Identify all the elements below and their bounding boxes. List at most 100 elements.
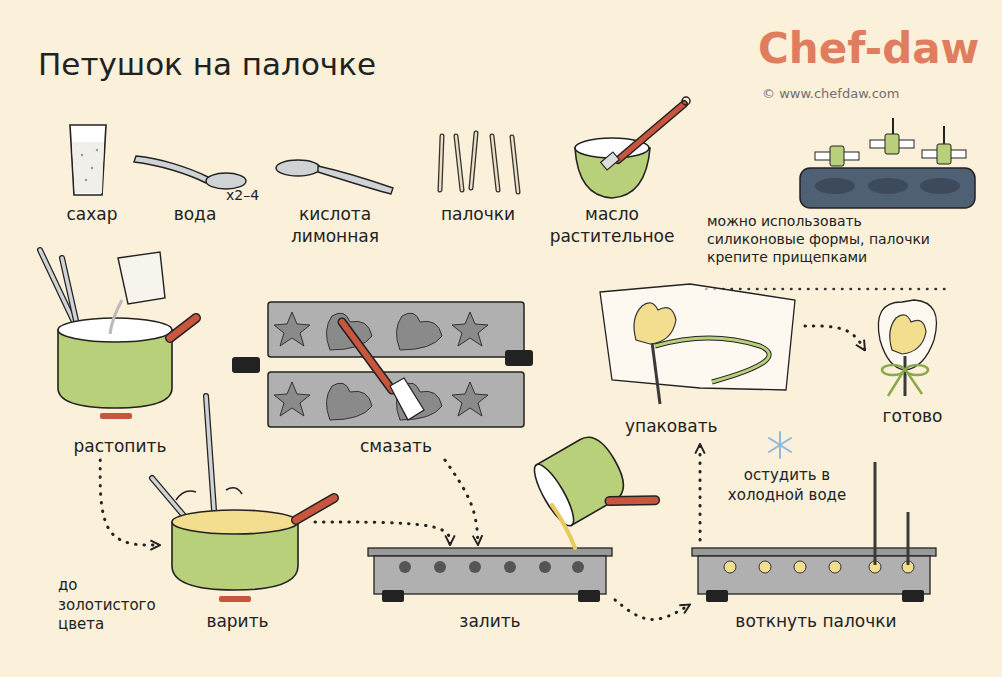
melt-pot (118, 252, 165, 304)
silicone-mold (937, 144, 951, 164)
sticks-mold (902, 590, 924, 602)
boil-pot (296, 498, 334, 520)
grease-molds (342, 322, 392, 390)
melt-pot (40, 250, 196, 419)
pour-mold (434, 561, 446, 573)
step-label: растопить (74, 436, 167, 456)
step-label: смазать (360, 436, 432, 456)
boil-pot (176, 491, 196, 500)
finished-candy (878, 300, 936, 396)
boil-pot (206, 396, 214, 510)
oil-bowl (601, 152, 620, 170)
step-box: растопить (30, 240, 210, 460)
sticks-mold (706, 590, 728, 602)
flow-arrow (445, 460, 478, 545)
melt-pot (170, 318, 196, 338)
boil-pot (172, 510, 298, 534)
pour-mold (528, 422, 655, 547)
sticks (492, 136, 498, 190)
step-label: воткнуть палочки (735, 611, 896, 631)
sticks (440, 133, 518, 192)
pour-mold (578, 590, 600, 602)
step-box: варить (160, 392, 315, 635)
title: Петушок на палочке (38, 44, 376, 84)
step-box: залить (365, 545, 615, 635)
finished-candy (878, 300, 936, 370)
wrapped-candy (655, 338, 769, 382)
melt-pot (110, 300, 122, 334)
sticks-mold (759, 561, 771, 573)
finished-candy (904, 356, 907, 396)
sticks-mold (692, 462, 936, 602)
sticks (512, 137, 518, 192)
sticks-mold (692, 548, 936, 556)
step-note: остудить в холодной воде (712, 466, 862, 505)
finished-candy (890, 315, 926, 354)
sugar-glass (81, 154, 83, 156)
sugar-glass (70, 125, 106, 195)
silicone-mold (815, 178, 855, 194)
water-spoon (206, 173, 246, 189)
acid-spoon (276, 160, 320, 176)
step-box: упаковать (595, 280, 805, 444)
wrapped-candy (655, 338, 769, 382)
pour-mold (374, 556, 606, 594)
grease-molds (326, 383, 372, 420)
pour-mold (572, 561, 584, 573)
step-box: смазать (265, 298, 527, 460)
flow-arrow (699, 444, 702, 540)
pour-mold (609, 481, 655, 520)
wrapped-candy (652, 342, 660, 404)
finished-candy (888, 372, 922, 396)
grease-molds (452, 312, 488, 346)
sticks (471, 133, 476, 188)
silicone-mold (868, 178, 908, 194)
sugar-glass (85, 179, 87, 181)
grease-molds (390, 378, 424, 420)
step-label: готово (882, 406, 942, 426)
oil-bowl (682, 97, 690, 105)
step-label: варить (206, 611, 268, 631)
grease-molds (274, 382, 310, 416)
boil-pot (219, 596, 251, 602)
step-box: воткнуть палочки (690, 540, 942, 635)
melt-pot (170, 318, 196, 338)
flow-arrow (615, 600, 690, 620)
grease-molds (396, 313, 442, 350)
water-spoon (134, 156, 208, 183)
step-label: упаковать (625, 416, 718, 436)
grease-molds (342, 322, 392, 390)
sticks (492, 136, 498, 190)
grease-molds (232, 357, 260, 373)
silicone-mold (892, 118, 894, 134)
flow-arrow (100, 460, 160, 545)
step-box: готово (865, 295, 960, 430)
ingredient-label: сахар (52, 203, 132, 225)
flow-arrow (315, 522, 450, 545)
sticks-mold (724, 561, 736, 573)
sticks (471, 133, 476, 188)
boil-pot (206, 396, 214, 510)
sticks (440, 136, 442, 190)
pour-mold (609, 481, 655, 520)
pour-mold (382, 590, 404, 602)
boil-pot (296, 498, 334, 520)
acid-spoon (318, 166, 393, 194)
pour-mold (528, 460, 580, 531)
silicone-mold (920, 178, 960, 194)
pour-mold (399, 561, 411, 573)
ingredient-label: масло растительное (542, 203, 682, 247)
oil-bowl (618, 104, 684, 160)
grease-molds (505, 350, 533, 366)
snowflake (769, 432, 791, 458)
grease-molds (452, 382, 488, 416)
pour-mold (539, 561, 551, 573)
sugar-glass (91, 167, 93, 169)
grease-molds (268, 372, 524, 427)
sticks (440, 136, 442, 190)
snowflake (769, 438, 791, 452)
silicone-mold (830, 146, 844, 166)
